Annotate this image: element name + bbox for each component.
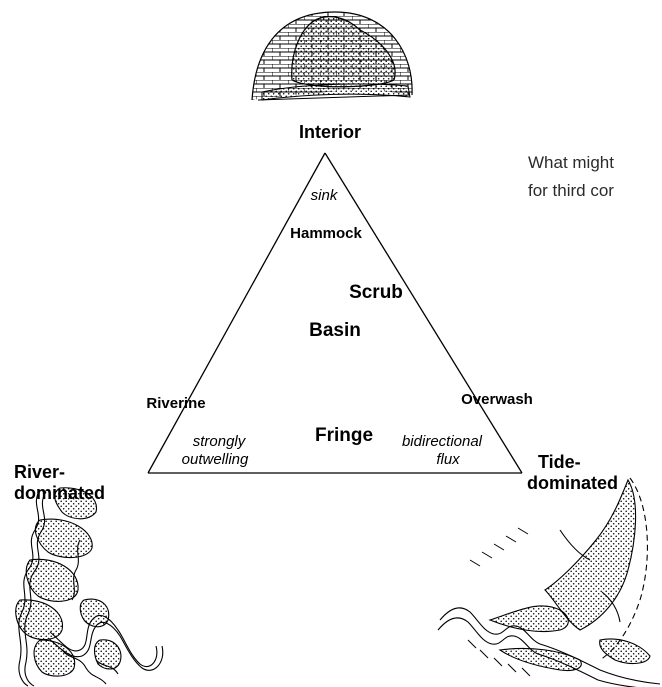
- svg-text:bidirectional: bidirectional: [402, 433, 483, 450]
- ecotype-triangle: [147, 152, 523, 474]
- label-overwash: Overwash: [461, 391, 533, 408]
- annotation-bidirectional-flux: bidirectional flux: [402, 433, 483, 468]
- label-riverine: Riverine: [146, 395, 205, 412]
- annotation-sink: sink: [311, 187, 339, 204]
- outwelling-divider: [158, 428, 168, 472]
- label-fringe: Fringe: [315, 425, 373, 446]
- svg-text:What might: What might: [528, 153, 614, 172]
- river-delta-map: [15, 487, 164, 687]
- svg-text:strongly: strongly: [193, 433, 247, 450]
- label-scrub: Scrub: [349, 282, 403, 303]
- svg-text:for third cor: for third cor: [528, 181, 614, 200]
- svg-text:outwelling: outwelling: [182, 451, 249, 468]
- annotation-strongly-outwelling: strongly outwelling: [182, 433, 249, 468]
- corner-label-interior: Interior: [299, 122, 361, 142]
- tidal-estuary-map: [437, 477, 661, 687]
- sinkhole-illustration: [251, 11, 413, 101]
- question-text: What might for third cor: [528, 153, 614, 200]
- label-hammock: Hammock: [290, 225, 362, 242]
- svg-text:flux: flux: [436, 451, 460, 468]
- label-basin: Basin: [309, 320, 361, 341]
- svg-text:dominated: dominated: [527, 473, 618, 493]
- svg-text:Tide-: Tide-: [538, 452, 581, 472]
- corner-label-tide-dominated: Tide- dominated: [527, 452, 618, 493]
- svg-text:River-: River-: [14, 462, 65, 482]
